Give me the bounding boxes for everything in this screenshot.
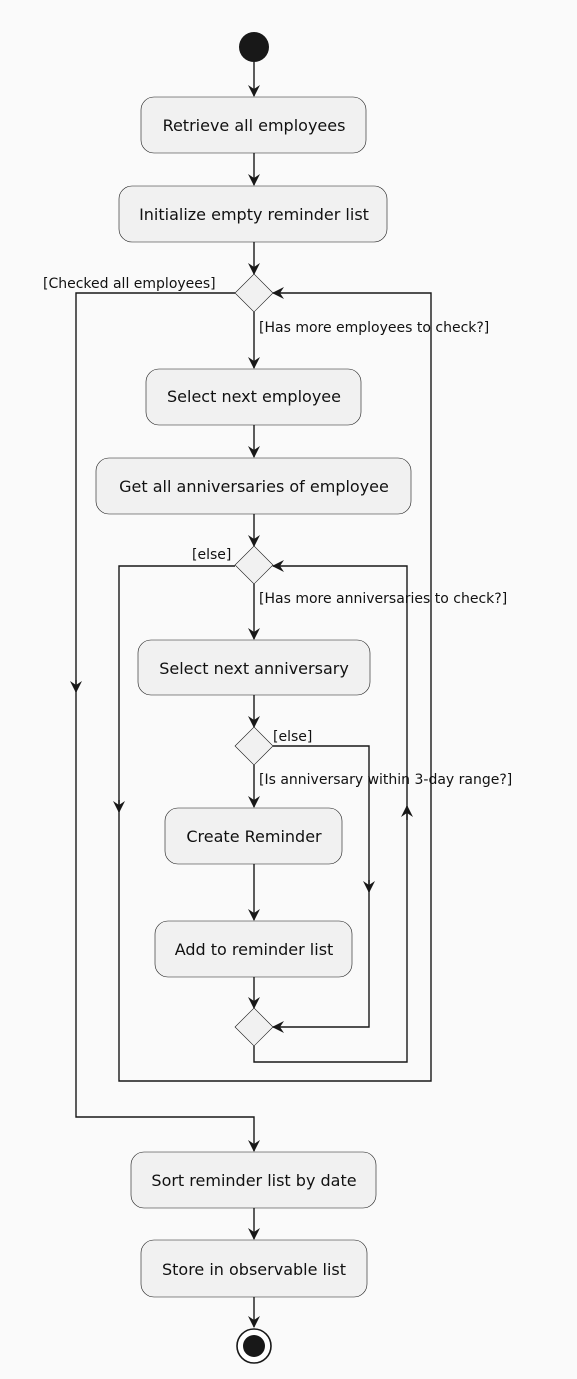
- activity-sort-label: Sort reminder list by date: [151, 1171, 356, 1190]
- activity-create-reminder: Create Reminder: [164, 807, 343, 865]
- activity-store: Store in observable list: [140, 1239, 368, 1298]
- guard-checked-all: [Checked all employees]: [43, 276, 216, 292]
- edge-merge-back-up: [253, 806, 408, 1063]
- anniversary-loop-decision: [234, 545, 274, 585]
- guard-within-range: [Is anniversary within 3-day range?]: [259, 772, 512, 788]
- guard-else-outer: [else]: [192, 547, 231, 563]
- activity-retrieve-label: Retrieve all employees: [163, 116, 346, 135]
- edge-anniv-else-return: [118, 287, 432, 1082]
- activity-create-reminder-label: Create Reminder: [186, 827, 322, 846]
- edge-anniv-else: [118, 565, 235, 812]
- guard-else-inner: [else]: [273, 729, 312, 745]
- reminder-merge-node: [234, 1007, 274, 1047]
- activity-init-label: Initialize empty reminder list: [139, 205, 369, 224]
- activity-select-employee: Select next employee: [145, 368, 362, 426]
- range-decision: [234, 726, 274, 766]
- edge-range-else-merge: [272, 892, 370, 1033]
- activity-get-anniversaries: Get all anniversaries of employee: [95, 457, 412, 515]
- activity-init: Initialize empty reminder list: [118, 185, 388, 243]
- activity-retrieve: Retrieve all employees: [140, 96, 367, 154]
- edge-checked-all: [75, 292, 235, 692]
- activity-add-reminder: Add to reminder list: [154, 920, 353, 978]
- activity-sort: Sort reminder list by date: [130, 1151, 377, 1209]
- start-node: [239, 32, 269, 62]
- activity-store-label: Store in observable list: [162, 1260, 346, 1279]
- edge-range-else: [273, 745, 370, 892]
- employee-loop-decision: [234, 273, 274, 313]
- activity-select-anniversary: Select next anniversary: [137, 639, 371, 696]
- edge-checked-all-exit: [75, 692, 260, 1152]
- edge-merge-back-loop: [272, 560, 408, 806]
- guard-more-anniversaries: [Has more anniversaries to check?]: [259, 591, 507, 607]
- activity-get-anniversaries-label: Get all anniversaries of employee: [119, 477, 389, 496]
- activity-select-employee-label: Select next employee: [167, 387, 341, 406]
- edges: [70, 62, 432, 1328]
- activity-select-anniversary-label: Select next anniversary: [159, 659, 349, 678]
- guard-more-employees: [Has more employees to check?]: [259, 320, 489, 336]
- end-node: [236, 1328, 272, 1364]
- activity-add-reminder-label: Add to reminder list: [175, 940, 334, 959]
